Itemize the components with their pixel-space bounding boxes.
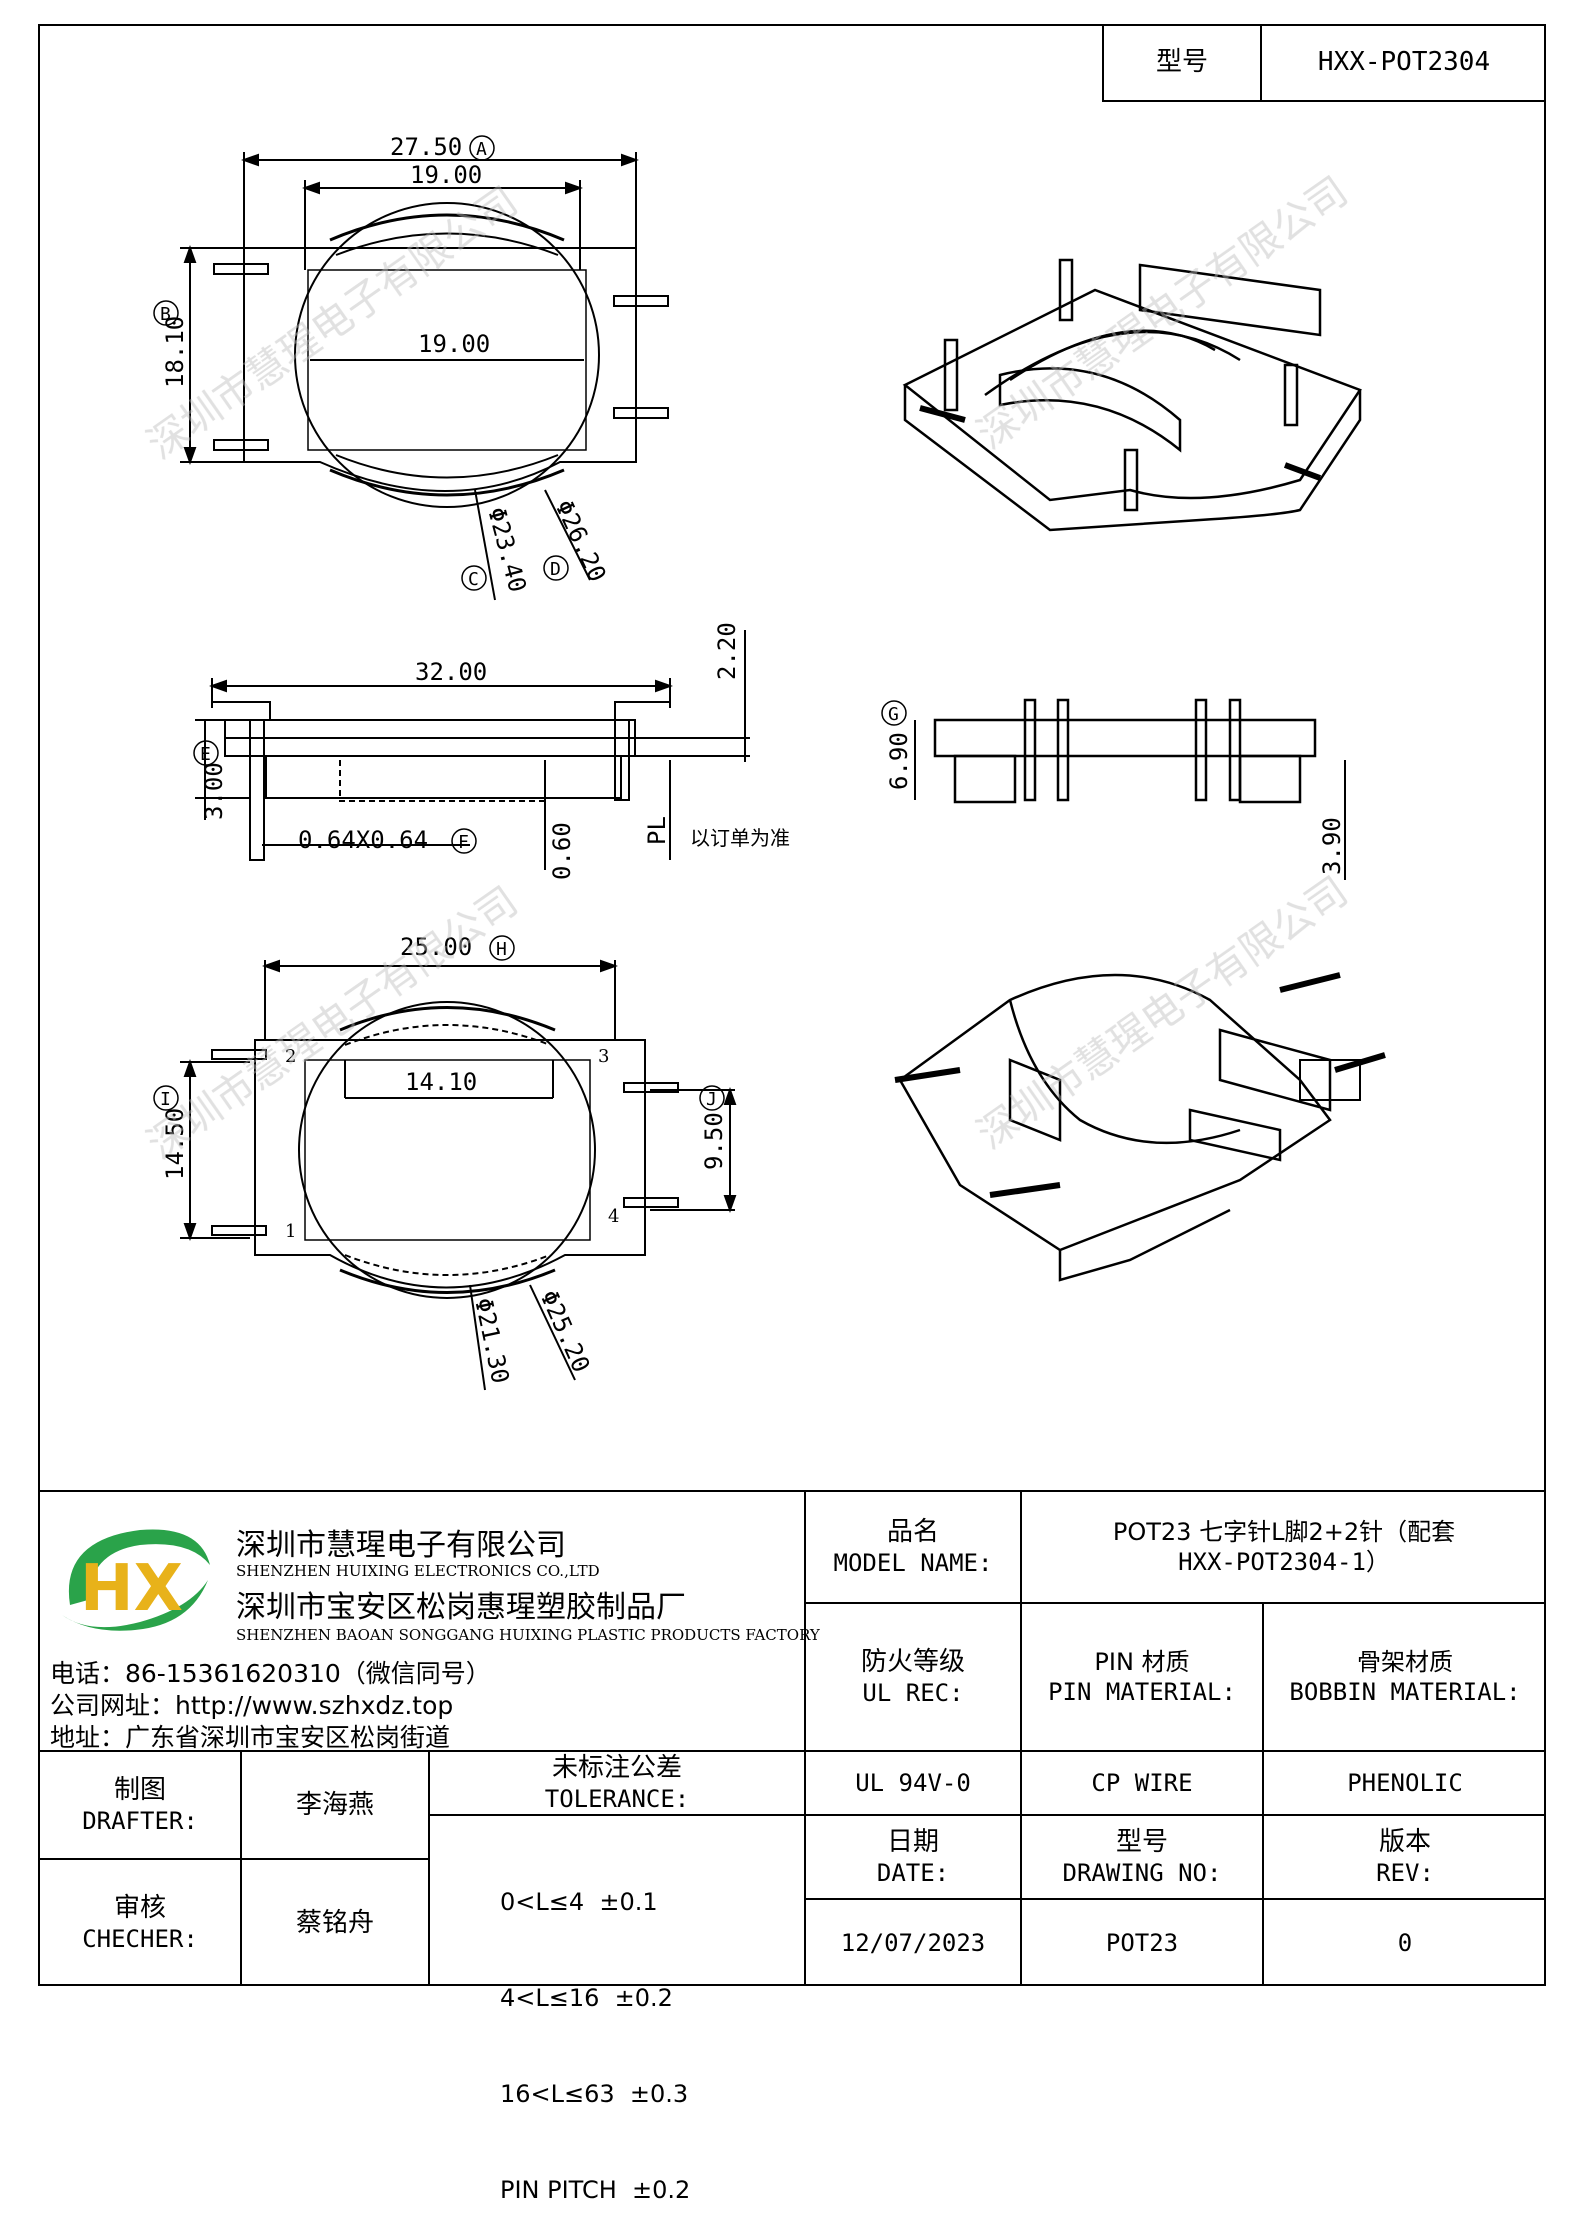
date-value: 12/07/2023 [840, 1929, 986, 1957]
dim-pl-note: 以订单为准 [690, 826, 790, 850]
ul-rec-label: 防火等级 UL REC: [860, 1646, 965, 1708]
dim-side-pin-top: 2.20 [713, 622, 741, 680]
dim-top-width-tag: A [476, 139, 487, 160]
dim-height: 18.10 [161, 316, 189, 388]
drafter-name: 李海燕 [295, 1789, 374, 1820]
company-name-cn: 深圳市慧瑆电子有限公司 [236, 1528, 566, 1563]
dim-bottom-height: 14.50 [161, 1108, 189, 1180]
company-address: 地址：广东省深圳市宝安区松岗街道 [50, 1723, 451, 1752]
header-model-box [1102, 24, 1546, 102]
technical-drawing: 27.50 A 19.00 19.00 18.10 B Φ23.40 C Φ26… [139, 133, 1386, 1391]
bobbin-material-label: 骨架材质 BOBBIN MATERIAL: [1289, 1648, 1521, 1706]
dim-dia-c-tag: C [468, 569, 479, 590]
pin-material-value: CP WIRE [1091, 1769, 1193, 1797]
bobbin-material-value: PHENOLIC [1347, 1769, 1463, 1797]
dim-pin-pitch-tag: J [706, 1089, 717, 1110]
pin-number-2: 2 [285, 1046, 296, 1067]
watermark-1: 深圳市慧瑆电子有限公司 [139, 178, 526, 468]
model-name-value: POT23 七字针L脚2+2针（配套 HXX-POT2304-1） [1112, 1518, 1456, 1576]
date-label: 日期 DATE: [876, 1826, 950, 1888]
model-name-label: 品名 MODEL NAME: [833, 1516, 993, 1578]
pin-material-label: PIN 材质 PIN MATERIAL: [1048, 1648, 1236, 1706]
factory-name-cn: 深圳市宝安区松岗惠瑆塑胶制品厂 [236, 1590, 686, 1625]
dim-side-width: 32.00 [415, 658, 487, 686]
iso-view-top [902, 258, 1362, 532]
dim-dia-c: Φ23.40 [482, 504, 531, 595]
drafter-label: 制图 DRAFTER: [82, 1774, 198, 1836]
header-model-label: 型号 [1155, 46, 1208, 77]
dim-dia-bottom-1: Φ21.30 [469, 1295, 514, 1386]
tolerance-row: PIN PITCH ±0.2 [500, 2176, 691, 2204]
tolerance-row: 16<L≤63 ±0.3 [500, 2080, 689, 2108]
dim-right-height-tag: G [888, 704, 899, 725]
drawing-no-label: 型号 DRAWING NO: [1062, 1826, 1222, 1888]
dim-window-width: 19.00 [418, 330, 490, 358]
watermark-3: 深圳市慧瑆电子有限公司 [139, 878, 526, 1168]
company-logo: HX [62, 1529, 210, 1631]
dim-pl: PL [643, 816, 671, 845]
logo-letters: HX [80, 1552, 183, 1626]
dim-pin-size: 0.64X0.64 [298, 826, 428, 854]
watermark-4: 深圳市慧瑆电子有限公司 [969, 868, 1356, 1158]
dim-top-width: 27.50 [390, 133, 462, 161]
tolerance-label: 未标注公差 TOLERANCE: [544, 1752, 690, 1814]
right-side-view [914, 698, 1346, 880]
rev-value: 0 [1397, 1929, 1413, 1957]
dim-pin-size-tag: F [458, 832, 469, 853]
checker-label: 审核 CHECHER: [82, 1892, 198, 1954]
dim-right-height: 6.90 [885, 732, 913, 790]
drawing-no-value: POT23 [1105, 1929, 1179, 1957]
dim-right-pin: 3.90 [1318, 817, 1346, 875]
dim-bottom-height-tag: I [160, 1089, 171, 1110]
header-model-value: HXX-POT2304 [1317, 46, 1491, 77]
iso-view-bottom [894, 972, 1386, 1282]
dim-pin-gap: 0.60 [548, 822, 576, 880]
dim-side-thickness-tag: E [200, 744, 211, 765]
company-website: 公司网址：http://www.szhxdz.top [50, 1691, 454, 1720]
pin-number-3: 3 [598, 1046, 609, 1067]
pin-number-4: 4 [608, 1206, 619, 1227]
tolerance-list: 0<L≤4 ±0.1 4<L≤16 ±0.2 16<L≤63 ±0.3 PIN … [500, 1822, 690, 2238]
dim-bottom-inner: 14.10 [405, 1068, 477, 1096]
rev-label: 版本 REV: [1376, 1826, 1434, 1888]
drawing-frame [38, 24, 1546, 1986]
tolerance-row: 0<L≤4 ±0.1 [500, 1888, 658, 1916]
dim-bottom-width: 25.00 [400, 933, 472, 961]
dim-bottom-width-tag: H [496, 939, 507, 960]
factory-name-en: SHENZHEN BAOAN SONGGANG HUIXING PLASTIC … [236, 1626, 820, 1644]
dim-inner-width: 19.00 [410, 161, 482, 189]
pin-number-1: 1 [285, 1221, 296, 1242]
ul-rec-value: UL 94V-0 [855, 1769, 971, 1797]
checker-name: 蔡铭舟 [295, 1907, 374, 1938]
company-name-en: SHENZHEN HUIXING ELECTRONICS CO.,LTD [236, 1562, 600, 1580]
bottom-view [180, 959, 737, 1391]
side-view [195, 630, 750, 870]
dim-side-thickness: 3.00 [200, 762, 228, 820]
dim-dia-d-tag: D [550, 559, 561, 580]
dim-pin-pitch: 9.50 [700, 1112, 728, 1170]
dim-height-tag: B [160, 304, 171, 325]
tolerance-row: 4<L≤16 ±0.2 [500, 1984, 673, 2012]
company-phone: 电话：86-15361620310（微信同号） [50, 1659, 491, 1688]
top-view [180, 152, 669, 601]
dim-dia-bottom-2: Φ25.20 [535, 1286, 596, 1377]
